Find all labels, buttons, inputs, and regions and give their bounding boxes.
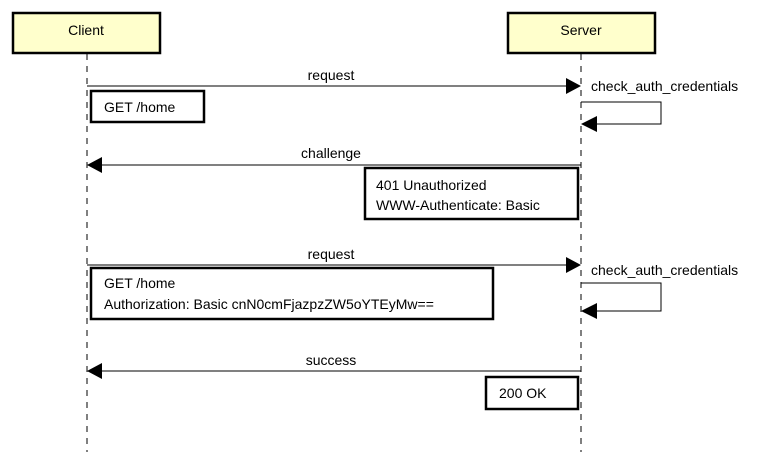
note-unauthorized: 401 Unauthorized WWW-Authenticate: Basic xyxy=(363,166,580,221)
client-actor-label: Client xyxy=(68,22,104,38)
note-line: 200 OK xyxy=(499,385,547,401)
message-label: check_auth_credentials xyxy=(591,262,738,278)
message-label: success xyxy=(306,352,357,368)
message-label: check_auth_credentials xyxy=(591,78,738,94)
note-line: WWW-Authenticate: Basic xyxy=(376,197,540,213)
self-call-check-auth-2: check_auth_credentials xyxy=(581,262,738,319)
note-line: GET /home xyxy=(104,275,176,291)
note-get-home-1: GET /home xyxy=(89,89,206,124)
arrowhead-left xyxy=(581,116,597,132)
arrowhead-left xyxy=(87,157,102,173)
note-authorization: GET /home Authorization: Basic cnN0cmFja… xyxy=(89,266,495,321)
message-challenge: challenge xyxy=(87,145,581,173)
message-request-2: request xyxy=(87,246,581,273)
arrowhead-right xyxy=(566,78,581,94)
message-label: request xyxy=(308,67,355,83)
message-request-1: request xyxy=(87,67,581,94)
arrowhead-left xyxy=(581,303,597,319)
note-line: GET /home xyxy=(104,99,176,115)
client-actor: Client xyxy=(11,11,162,55)
note-line: 401 Unauthorized xyxy=(376,177,487,193)
server-actor: Server xyxy=(506,11,657,55)
arrowhead-left xyxy=(87,363,102,379)
arrowhead-right xyxy=(566,257,581,273)
note-line: Authorization: Basic cnN0cmFjazpzZW5oYTE… xyxy=(104,296,434,312)
note-200-ok: 200 OK xyxy=(484,375,580,411)
message-label: request xyxy=(308,246,355,262)
message-label: challenge xyxy=(301,145,361,161)
self-call-check-auth-1: check_auth_credentials xyxy=(581,78,738,132)
message-success: success xyxy=(87,352,581,379)
server-actor-label: Server xyxy=(560,22,602,38)
